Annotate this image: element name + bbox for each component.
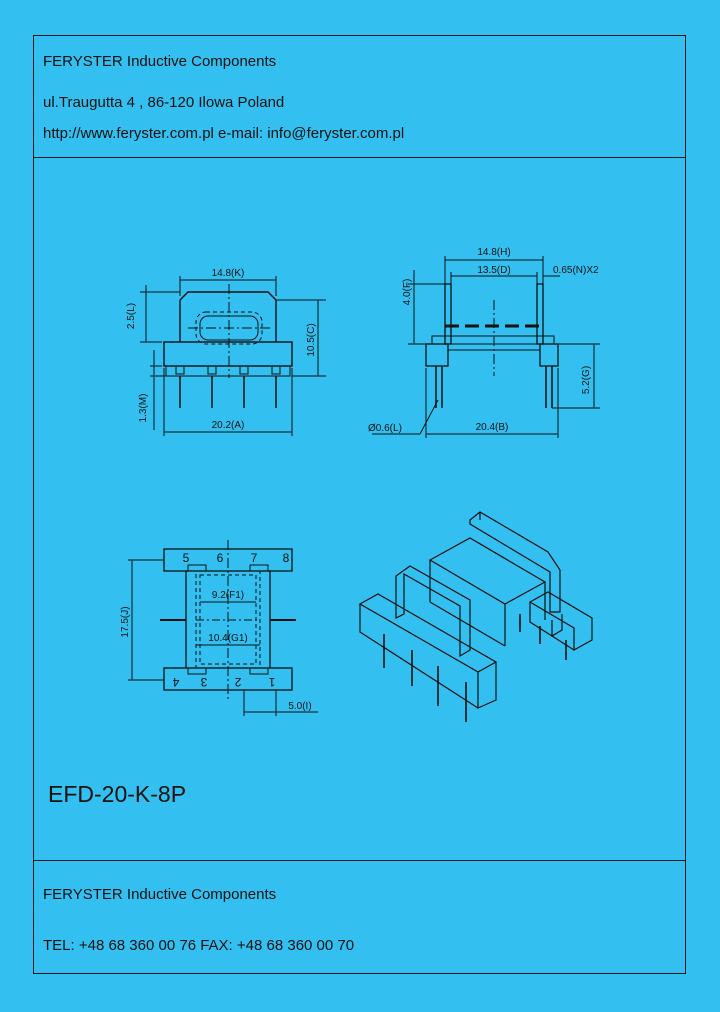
pin-label-3: 3 xyxy=(200,675,207,689)
dim-side-flange: 0.65(N)X2 xyxy=(553,265,599,276)
isometric-view xyxy=(358,511,593,722)
front-view xyxy=(140,276,326,436)
dim-side-pin-length: 5.2(G) xyxy=(581,366,592,394)
side-view xyxy=(372,256,600,438)
bottom-view xyxy=(128,540,318,716)
part-number: EFD-20-K-8P xyxy=(48,781,187,807)
header-web: http://www.feryster.com.pl e-mail: info@… xyxy=(43,125,405,142)
dim-front-pin-length: 1.3(M) xyxy=(138,394,149,423)
header-address: ul.Traugutta 4 , 86-120 Ilowa Poland xyxy=(43,94,285,111)
pin-label-5: 5 xyxy=(183,551,190,565)
dim-side-width-h: 14.8(H) xyxy=(477,247,510,258)
dim-front-height-total: 10.5(C) xyxy=(306,323,317,356)
dim-bottom-height-j: 17.5(J) xyxy=(120,606,131,637)
dim-bottom-f1: 9.2(F1) xyxy=(212,590,244,601)
dim-side-width-b: 20.4(B) xyxy=(476,422,509,433)
header-company: FERYSTER Inductive Components xyxy=(43,53,277,70)
footer-contact: TEL: +48 68 360 00 76 FAX: +48 68 360 00… xyxy=(43,937,355,954)
pin-label-7: 7 xyxy=(251,551,258,565)
dim-front-width-top: 14.8(K) xyxy=(212,268,245,279)
dim-side-pin-dia: Ø0.6(L) xyxy=(368,423,402,434)
pin-label-1: 1 xyxy=(268,675,275,689)
header-divider xyxy=(33,157,686,158)
dim-side-height-f: 4.0(F) xyxy=(402,279,413,306)
footer-company: FERYSTER Inductive Components xyxy=(43,886,277,903)
dim-side-width-d: 13.5(D) xyxy=(477,265,510,276)
pin-label-4: 4 xyxy=(172,675,179,689)
dim-front-width-base: 20.2(A) xyxy=(212,420,245,431)
dim-bottom-g1: 10.4(G1) xyxy=(208,633,247,644)
footer-divider xyxy=(33,860,686,861)
drawing-frame xyxy=(33,35,686,974)
dim-front-height-top: 2.5(L) xyxy=(126,303,137,329)
pin-label-6: 6 xyxy=(217,551,224,565)
dim-bottom-pitch: 5.0(I) xyxy=(288,701,311,712)
pin-label-2: 2 xyxy=(234,675,241,689)
pin-label-8: 8 xyxy=(283,551,290,565)
